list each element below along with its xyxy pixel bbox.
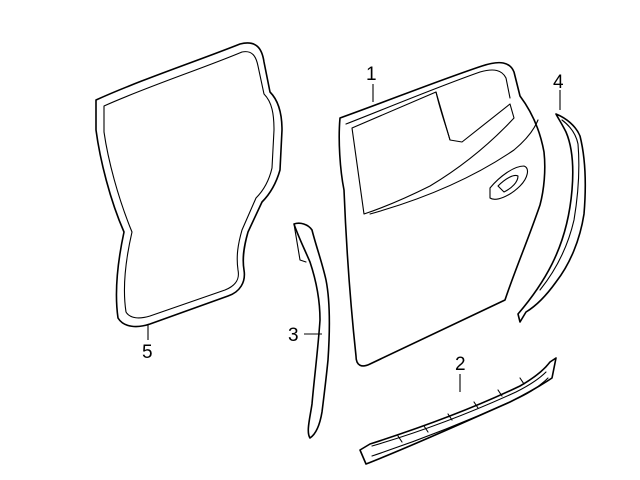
part-5-weatherstrip — [95, 42, 283, 328]
leader-lines — [147, 84, 561, 392]
callout-1: 1 — [366, 64, 377, 85]
callout-5: 5 — [142, 342, 153, 363]
part-4-seal-strip — [517, 113, 586, 323]
part-3-edge-trim — [293, 222, 331, 439]
callout-2: 2 — [455, 354, 466, 375]
part-1-door-shell — [338, 61, 546, 367]
callout-4: 4 — [553, 72, 564, 93]
callout-3: 3 — [288, 325, 299, 346]
part-2-lower-molding — [359, 357, 557, 465]
